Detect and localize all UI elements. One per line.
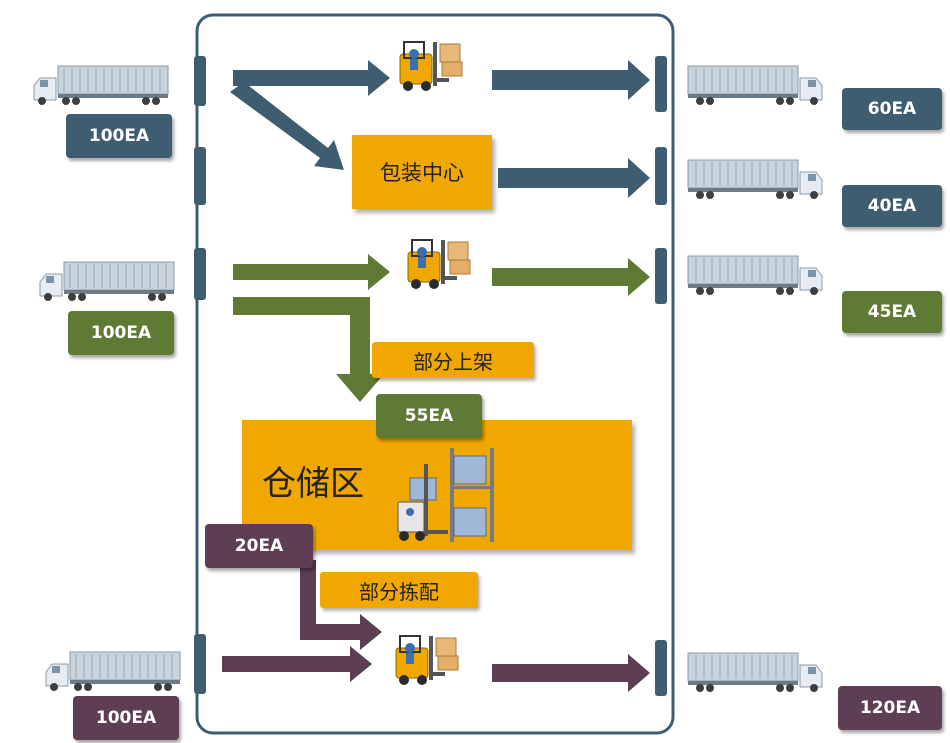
outbound-qty-badge: 45EA (842, 291, 942, 333)
plum-flow-arrows (222, 560, 650, 692)
blue-flow-arrows (230, 60, 650, 198)
storage-zone-label: 仓储区 (262, 463, 364, 504)
storage-zone: 仓储区 (242, 420, 632, 550)
inbound-qty-badge: 100EA (73, 696, 179, 740)
truck-icon (39, 261, 175, 302)
truck-icon (33, 65, 169, 106)
inbound-qty-badge: 100EA (66, 114, 172, 158)
forklift-icon (399, 41, 463, 92)
outbound-qty-badge: 40EA (842, 185, 942, 227)
outbound-qty-badge: 120EA (838, 686, 942, 730)
green-flow-arrows (233, 254, 650, 402)
dock-doors-right (655, 56, 667, 696)
partial-putaway-label: 部分上架 (372, 342, 534, 378)
putaway-qty-badge: 55EA (376, 394, 482, 438)
packing-center-box: 包装中心 (352, 135, 492, 209)
warehouse-border (195, 13, 675, 735)
dock-doors-left (194, 56, 206, 694)
truck-icon (687, 65, 823, 106)
truck-icon (687, 255, 823, 296)
partial-picking-label: 部分拣配 (320, 572, 478, 608)
picking-qty-badge: 20EA (205, 524, 313, 568)
inbound-qty-badge: 100EA (68, 311, 174, 355)
truck-icon (687, 159, 823, 200)
truck-icon (687, 652, 823, 693)
outbound-qty-badge: 60EA (842, 88, 942, 130)
pallet-rack-icon (397, 448, 494, 542)
forklift-icon (407, 239, 471, 290)
packing-center-label: 包装中心 (380, 161, 464, 185)
truck-icon (45, 651, 181, 692)
forklift-icon (395, 635, 459, 686)
